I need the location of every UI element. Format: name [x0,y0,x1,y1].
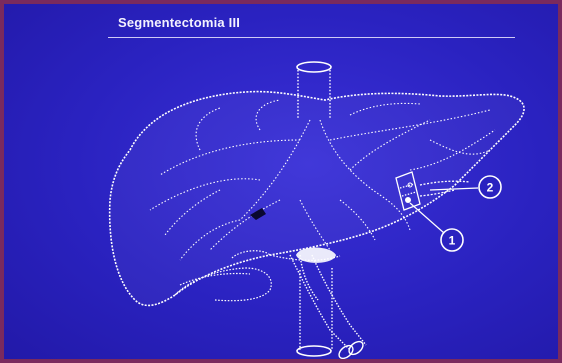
callout-1-label: 1 [449,234,456,248]
segment-iii-ligature [405,197,411,203]
portal-pedicle [290,255,366,350]
callout-2-label: 2 [487,181,494,195]
pedicle-caps [337,339,366,359]
liver-diagram: 1 2 [4,4,558,359]
callout-1: 1 [410,203,463,251]
liver-outline [110,92,524,306]
